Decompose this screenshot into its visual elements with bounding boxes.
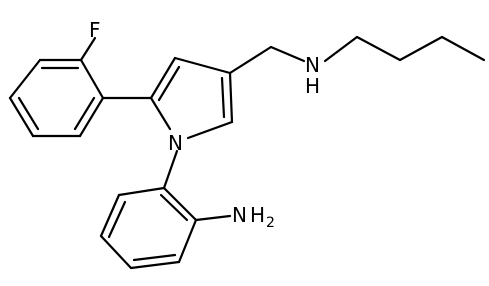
amine-hydrogen-label: H	[305, 74, 320, 98]
bond	[177, 218, 198, 264]
bond	[149, 56, 177, 100]
bond	[129, 260, 181, 270]
bond	[132, 253, 177, 262]
bond	[228, 45, 273, 75]
bond	[355, 35, 402, 62]
bond	[99, 234, 133, 270]
aniline-nitrogen-label: N	[232, 203, 247, 227]
bond	[323, 35, 359, 63]
bond	[17, 96, 40, 131]
bond	[79, 36, 97, 62]
bond	[220, 76, 226, 119]
bond	[149, 96, 172, 131]
aniline-hydrogen-count: 2	[266, 215, 275, 231]
bond	[159, 193, 189, 222]
bond	[8, 58, 42, 100]
bond	[440, 35, 486, 62]
bond	[186, 120, 234, 140]
bond	[78, 96, 105, 138]
bond	[173, 56, 232, 75]
bond	[157, 65, 181, 102]
aniline-hydrogen-label: H	[250, 203, 265, 227]
bond	[269, 45, 306, 63]
atom-labels: F N N H N H 2	[89, 18, 320, 231]
bond	[194, 214, 232, 222]
amine-nitrogen-label: N	[305, 53, 320, 77]
bond	[73, 96, 96, 131]
pyrrole-nitrogen-label: N	[168, 131, 183, 155]
fluorine-atom-label: F	[89, 18, 101, 42]
bond	[117, 186, 166, 197]
bond	[79, 58, 105, 100]
bond	[398, 35, 444, 62]
bond	[8, 96, 35, 138]
bond	[107, 200, 127, 239]
bond	[99, 193, 121, 238]
bond	[228, 71, 234, 124]
bonds	[8, 35, 486, 270]
bond	[162, 149, 179, 190]
bond	[162, 186, 198, 222]
